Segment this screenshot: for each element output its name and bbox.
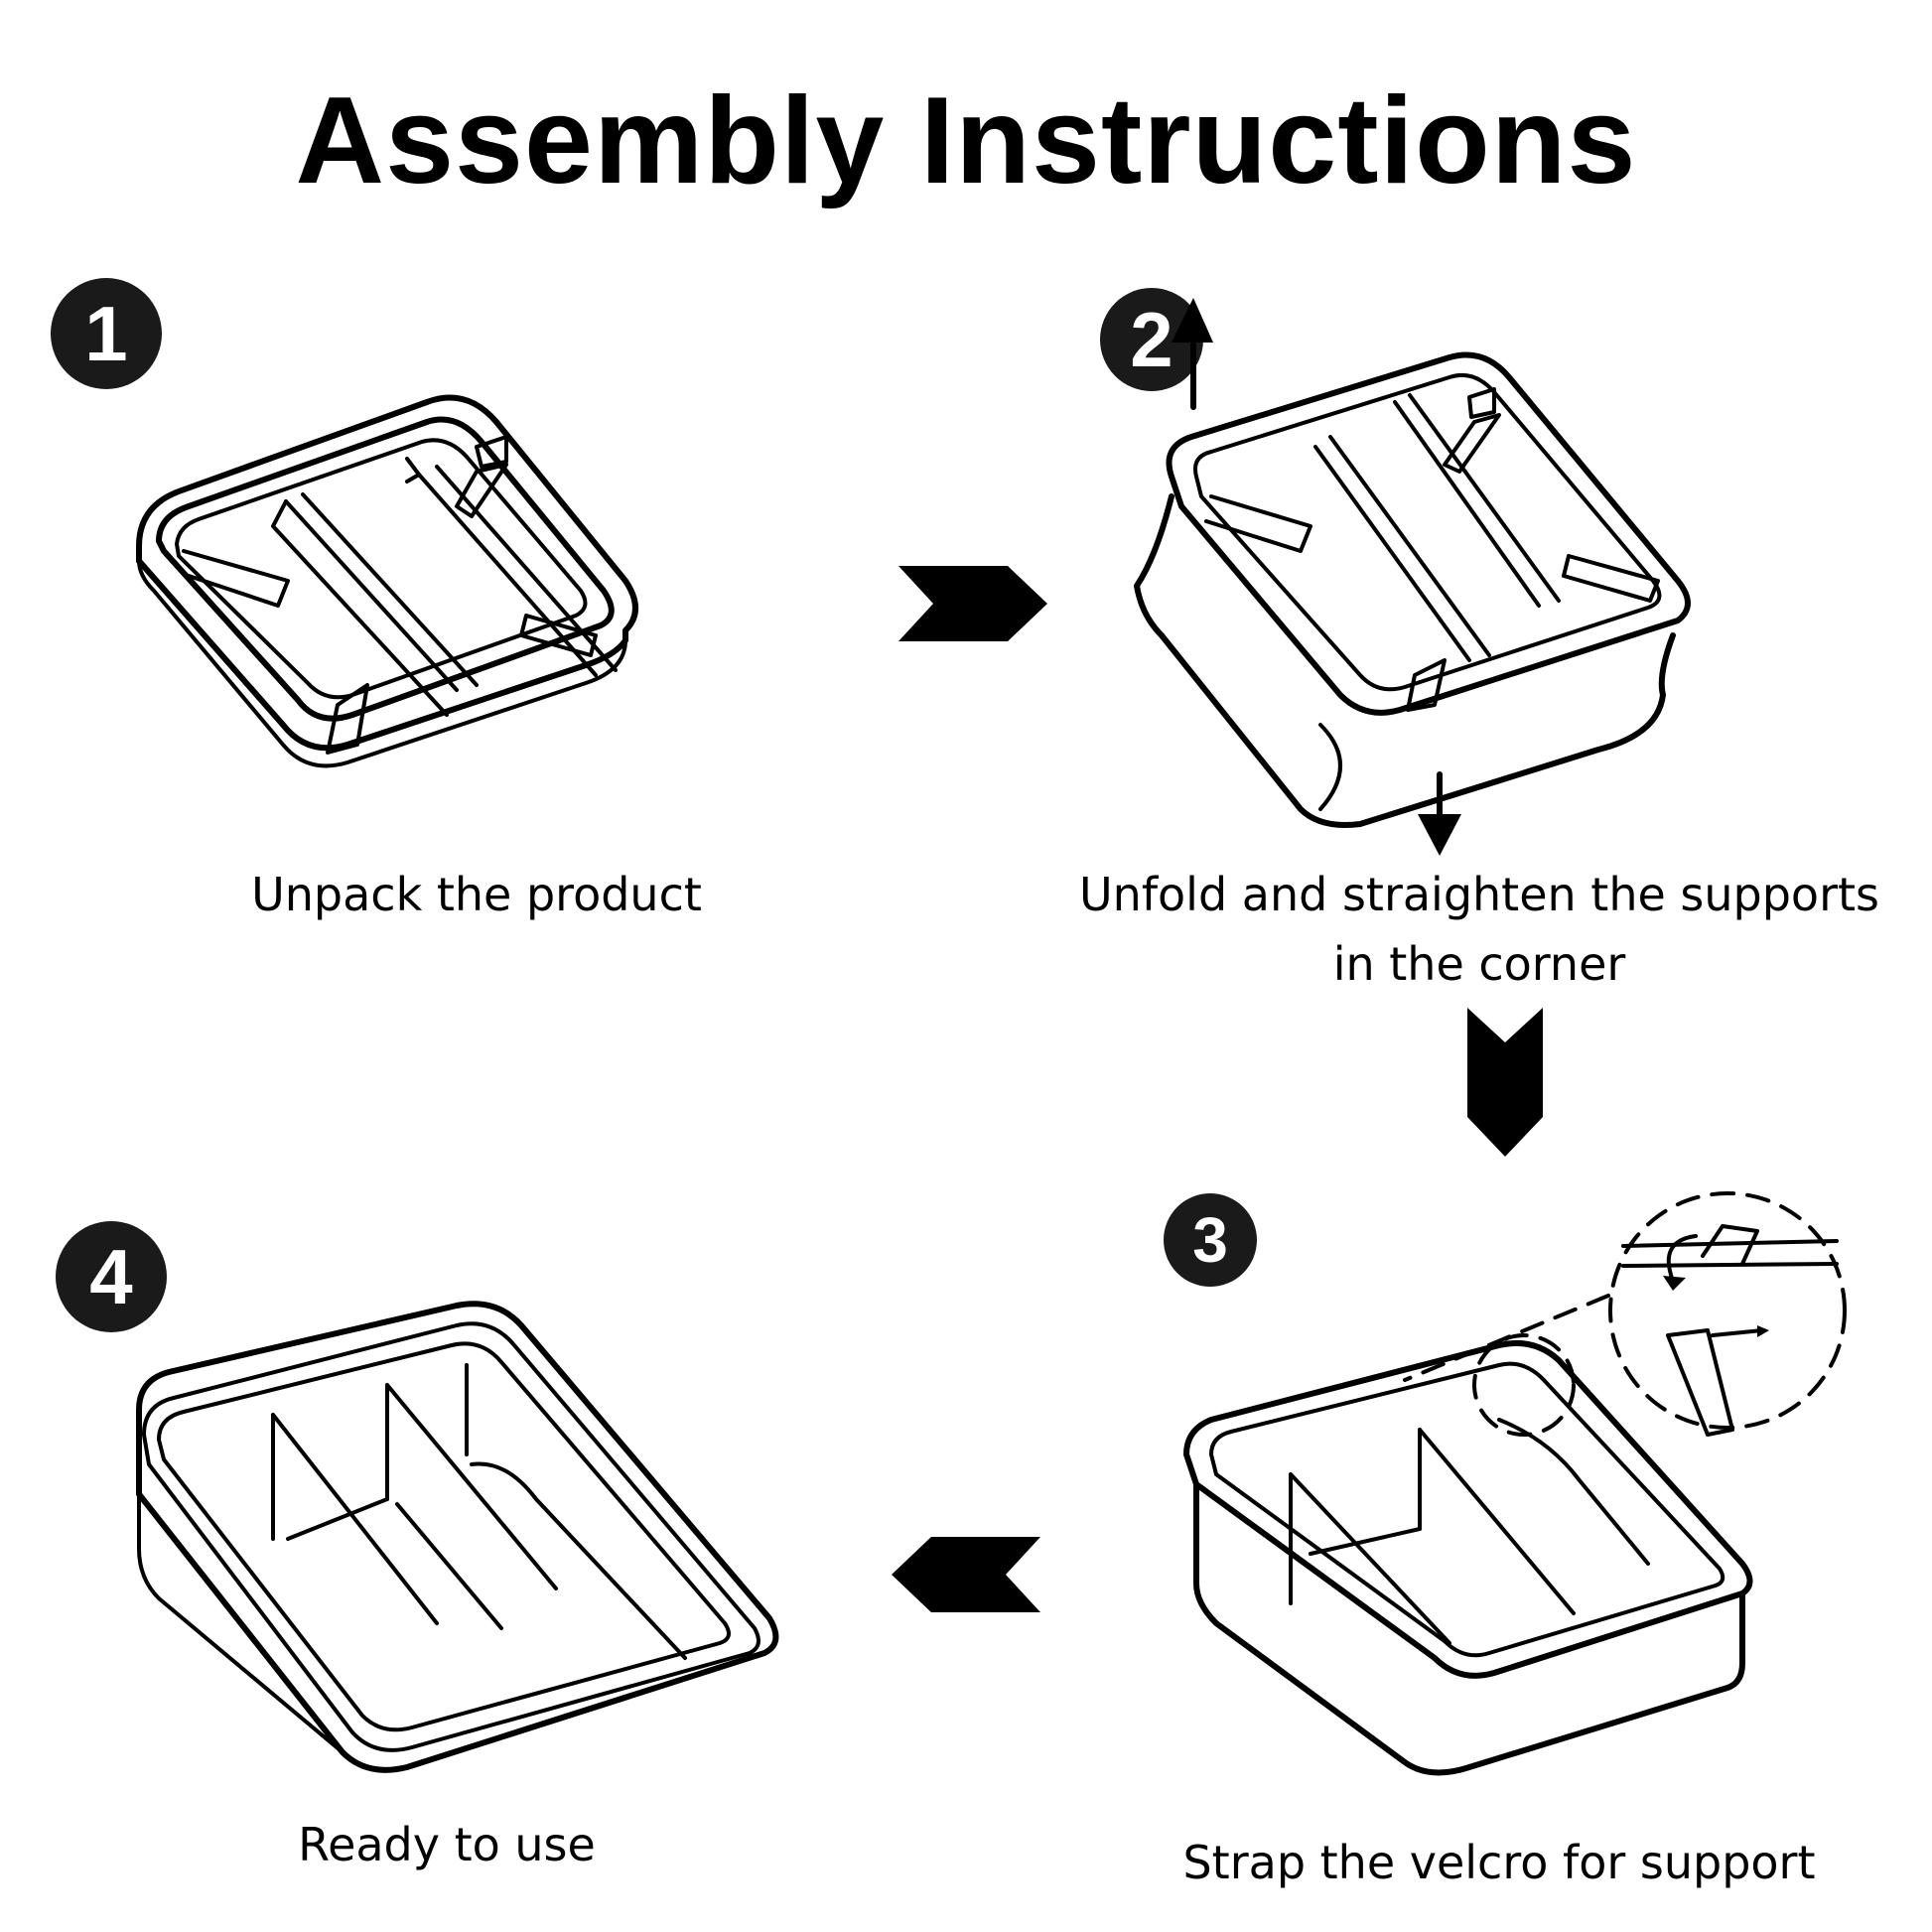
step-4-number: 4: [89, 1232, 133, 1320]
step-1-caption: Unpack the product: [251, 868, 702, 921]
down-chevron-arrow-icon: [1467, 1008, 1543, 1157]
step-3-badge: 3: [1164, 1193, 1257, 1287]
right-chevron-arrow-icon: [898, 566, 1047, 641]
assembled-organizer-icon: [136, 1301, 779, 1773]
step-4-caption: Ready to use: [298, 1818, 596, 1871]
step-2-caption-line-1: Unfold and straighten the supports: [1079, 868, 1879, 921]
step-3-caption: Strap the velcro for support: [1182, 1836, 1816, 1889]
step-2-caption-line-2: in the corner: [1332, 937, 1626, 991]
collapsed-organizer-icon: [136, 394, 638, 768]
step-1-badge: 1: [51, 278, 162, 389]
step-2-number: 2: [1130, 295, 1173, 383]
unfolding-organizer-icon: [1134, 298, 1691, 856]
step-3-number: 3: [1192, 1204, 1228, 1276]
left-chevron-arrow-icon: [892, 1537, 1040, 1612]
page-title: Assembly Instructions: [295, 72, 1637, 209]
velcro-strap-organizer-icon: [1183, 1191, 1847, 1776]
step-4-badge: 4: [56, 1221, 167, 1332]
step-1-number: 1: [84, 289, 128, 377]
